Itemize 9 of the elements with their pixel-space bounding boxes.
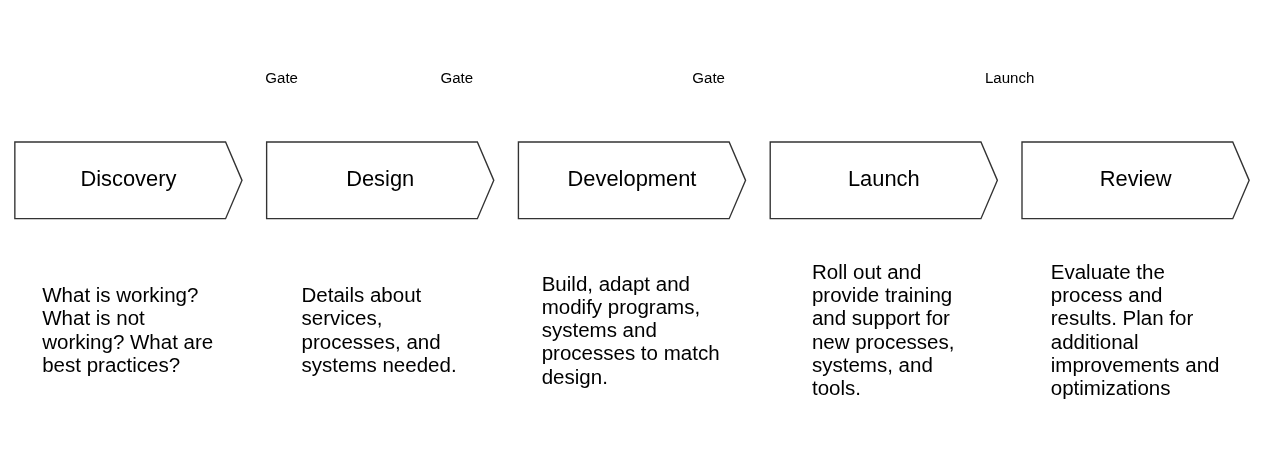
node-label: Details about services, processes, and systems needed. [301,283,457,376]
label: Gate [440,68,474,86]
label: Gate [692,68,725,86]
label: Launch [985,68,1035,86]
node-label: Roll out and provide training and support for new processes, systems, and tools. [811,259,955,400]
node-label: Evaluate the process and results. Plan for additional improvements and optimizations [1050,259,1220,400]
node-label: Build, adapt and modify programs, systems and processes to match design. [541,271,720,388]
label: Gate [265,68,298,86]
node-label: What is working? What is not working? What are best practices? [42,283,214,376]
